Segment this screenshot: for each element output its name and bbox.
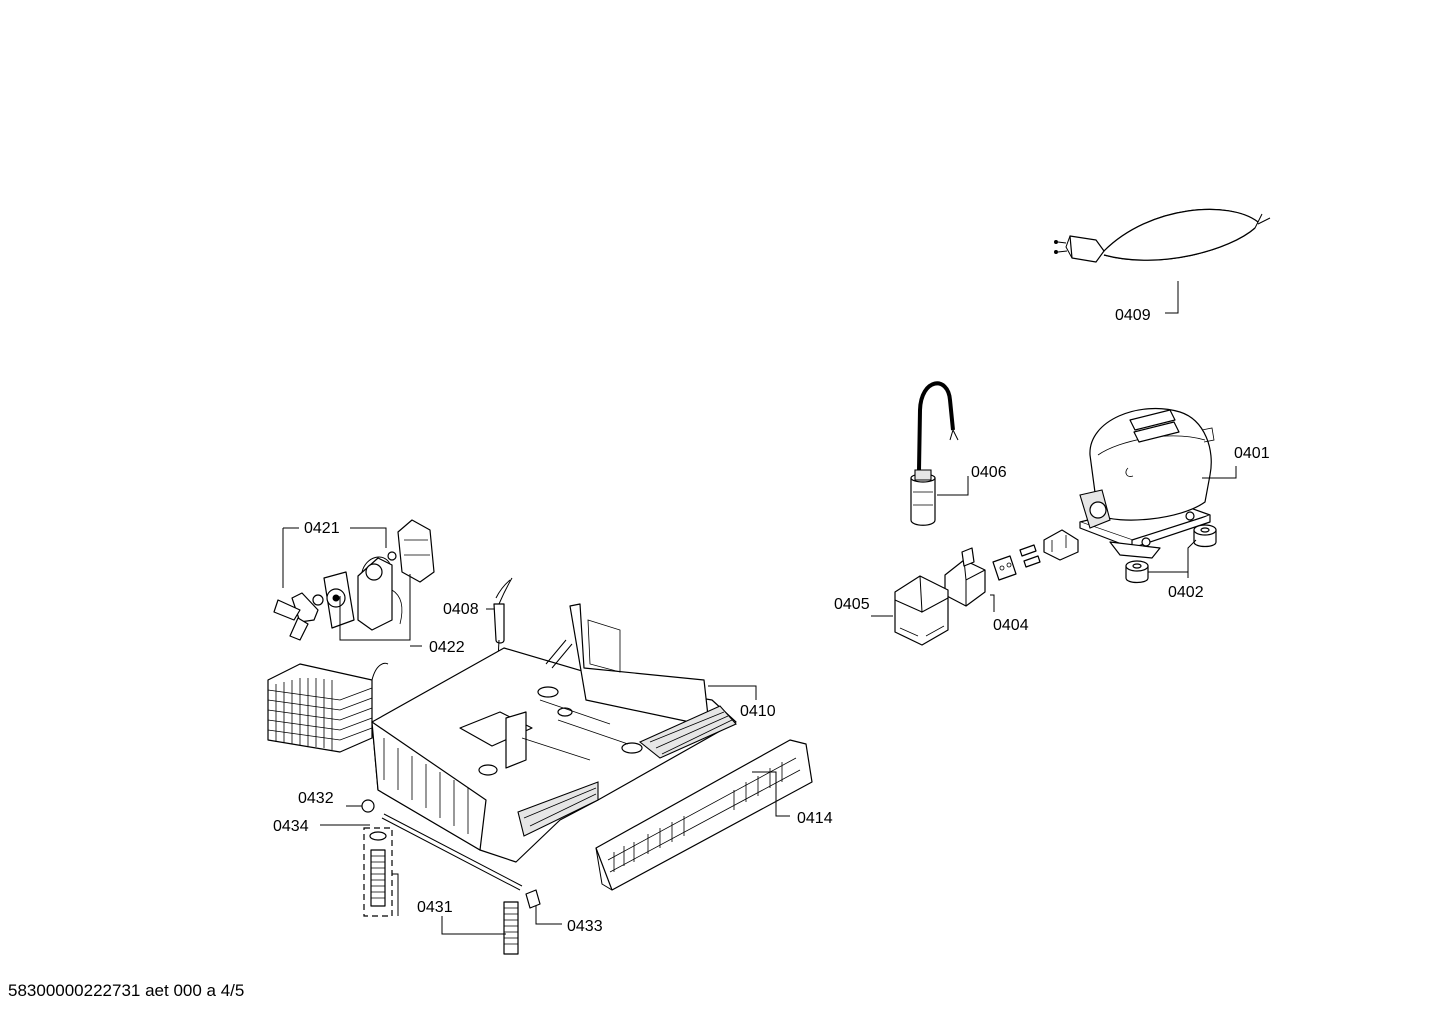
part-label-0405[interactable]: 0405 — [834, 596, 870, 613]
part-label-0409[interactable]: 0409 — [1115, 307, 1151, 324]
part-label-0404[interactable]: 0404 — [993, 617, 1029, 634]
temperature-sensor-part[interactable] — [493, 577, 513, 661]
part-label-0422[interactable]: 0422 — [429, 639, 465, 656]
document-footer-code: 58300000222731 aet 000 a 4/5 — [8, 981, 245, 1000]
part-label-0406[interactable]: 0406 — [971, 464, 1007, 481]
rubber-grommet-part[interactable] — [1125, 524, 1217, 584]
part-label-0414[interactable]: 0414 — [797, 810, 833, 827]
part-label-0431[interactable]: 0431 — [417, 899, 453, 916]
part-label-0410[interactable]: 0410 — [740, 703, 776, 720]
starter-relay-part[interactable] — [944, 529, 1079, 607]
part-label-0434[interactable]: 0434 — [273, 818, 309, 835]
compressor-part[interactable] — [1079, 407, 1215, 559]
base-tray-part[interactable] — [371, 603, 737, 863]
fan-motor-part[interactable] — [273, 519, 435, 641]
part-label-0402[interactable]: 0402 — [1168, 584, 1204, 601]
front-grille-part[interactable] — [595, 739, 813, 891]
part-label-0433[interactable]: 0433 — [567, 918, 603, 935]
power-cord-part[interactable] — [1054, 208, 1271, 263]
part-label-0421[interactable]: 0421 — [304, 520, 340, 537]
part-label-0408[interactable]: 0408 — [443, 601, 479, 618]
condenser-coil-part[interactable] — [267, 662, 389, 753]
part-label-0401[interactable]: 0401 — [1234, 445, 1270, 462]
drain-hose-part[interactable] — [361, 799, 541, 955]
part-label-0432[interactable]: 0432 — [298, 790, 334, 807]
relay-cover-part[interactable] — [894, 575, 949, 646]
start-capacitor-part[interactable] — [910, 381, 959, 526]
